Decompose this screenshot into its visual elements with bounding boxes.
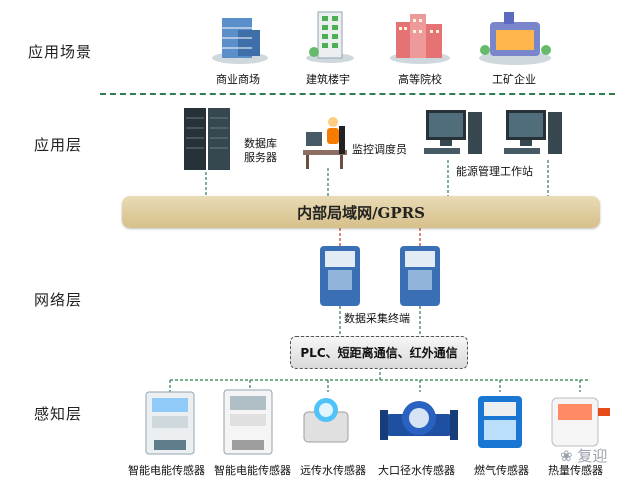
- large-water-meter-icon: [380, 401, 458, 440]
- energy-workstation-icon: [424, 110, 562, 154]
- remote-water-meter-icon: [303, 398, 349, 443]
- operator-desk-icon: [303, 117, 347, 169]
- communication-label: PLC、短距离通信、红外通信: [300, 346, 458, 360]
- database-server-icon: [184, 108, 230, 170]
- industrial-enterprise-icon: [479, 12, 551, 65]
- monitor-caption: 监控调度员: [352, 143, 407, 156]
- layer-label-application: 应用层: [34, 136, 83, 154]
- scenario-caption-enterprise: 工矿企业: [492, 73, 536, 86]
- scenario-caption-university: 高等院校: [398, 73, 442, 86]
- sensor-caption-6: 热量传感器: [548, 464, 603, 477]
- network-bus: 内部局域网/GPRS: [122, 196, 600, 228]
- smart-electricity-meter-icon: [145, 391, 195, 455]
- university-buildings-icon: [390, 14, 450, 64]
- heat-meter-icon: [551, 397, 610, 447]
- db-server-caption-line2: 服务器: [244, 151, 277, 164]
- watermark-logo-icon: ❀: [560, 447, 578, 465]
- sensor-caption-5: 燃气传感器: [474, 464, 529, 477]
- sensor-caption-3: 远传水传感器: [300, 464, 366, 477]
- layer-label-perception: 感知层: [34, 405, 83, 423]
- sensor-caption-1: 智能电能传感器: [128, 464, 205, 477]
- gas-meter-icon: [478, 396, 522, 448]
- smart-electricity-meter-2-icon: [223, 389, 273, 455]
- communication-box: PLC、短距离通信、红外通信: [290, 336, 468, 369]
- network-bus-label: 内部局域网/GPRS: [297, 204, 425, 222]
- layer-label-scenario: 应用场景: [28, 43, 93, 61]
- collector-caption: 数据采集终端: [344, 312, 410, 325]
- scenario-caption-building: 建筑楼宇: [306, 73, 350, 86]
- sensor-caption-2: 智能电能传感器: [214, 464, 291, 477]
- scenario-caption-mall: 商业商场: [216, 73, 260, 86]
- watermark: ❀ 复迎: [560, 445, 607, 466]
- scenario-divider: [100, 93, 615, 95]
- watermark-text: 复迎: [577, 447, 608, 465]
- db-server-caption-line1: 数据库: [244, 137, 277, 150]
- data-collector-icon: [320, 246, 440, 306]
- layer-label-network: 网络层: [34, 291, 83, 309]
- sensor-caption-4: 大口径水传感器: [378, 464, 455, 477]
- mall-building-icon: [212, 18, 268, 64]
- workstation-caption: 能源管理工作站: [456, 165, 533, 178]
- office-tower-icon: [306, 11, 354, 63]
